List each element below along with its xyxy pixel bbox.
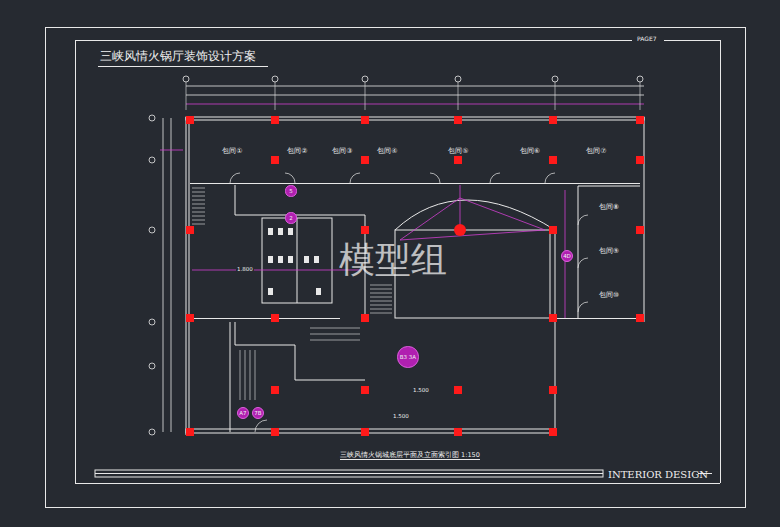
room-box: 包间⑦: [553, 120, 640, 183]
callout-circle: 7B: [252, 407, 264, 419]
page-number: PAGE7: [636, 36, 658, 43]
room-name: 包间③: [332, 148, 352, 156]
room-name: 包间⑥: [520, 148, 540, 156]
room-name: 包间⑧: [599, 204, 619, 212]
room-name: 包间①: [222, 148, 242, 156]
callout-number: A7: [239, 410, 246, 416]
room-name: 包间⑤: [448, 148, 468, 156]
room-name: 包间②: [287, 148, 307, 156]
callout-circle: B3 3A: [397, 346, 418, 367]
room-name: 包间⑦: [586, 148, 606, 156]
room-box: 包间③: [320, 120, 365, 183]
room-box: 包间④: [365, 120, 410, 183]
level-mark: 1.800: [236, 266, 254, 272]
callout-circle: 2: [285, 212, 296, 223]
callout-number: B3 3A: [400, 354, 416, 360]
drawing-caption: 三峡风情火锅城底层平面及立面索引图 1:150: [340, 452, 480, 460]
level-mark: 1.500: [412, 387, 430, 393]
callout-circle: 4D: [561, 250, 574, 263]
level-mark: 1.500: [392, 413, 410, 419]
callout-circle: A7: [237, 407, 249, 419]
callout-number: 4D: [563, 253, 571, 259]
room-name: 包间⑩: [599, 292, 619, 300]
footer-title: INTERIOR DESIGN: [607, 469, 709, 480]
callout-circle: 5: [285, 185, 296, 196]
sheet-title: 三峡风情火锅厅装饰设计方案: [100, 50, 256, 63]
room-name: 包间④: [377, 148, 397, 156]
callout-number: 7B: [254, 410, 261, 416]
room-box: 包间②: [275, 120, 320, 183]
room-box: 包间⑩: [578, 274, 640, 318]
room-box: 包间⑥: [507, 120, 553, 183]
room-box: 包间⑨: [578, 230, 640, 274]
callout-number: 5: [289, 188, 293, 194]
room-box: 包间⑤: [410, 120, 507, 183]
room-name: 包间⑨: [599, 248, 619, 256]
watermark: 模型组: [338, 240, 448, 280]
callout-number: 2: [289, 215, 293, 221]
room-box: 包间⑧: [578, 186, 640, 230]
room-box: 包间①: [190, 120, 275, 183]
